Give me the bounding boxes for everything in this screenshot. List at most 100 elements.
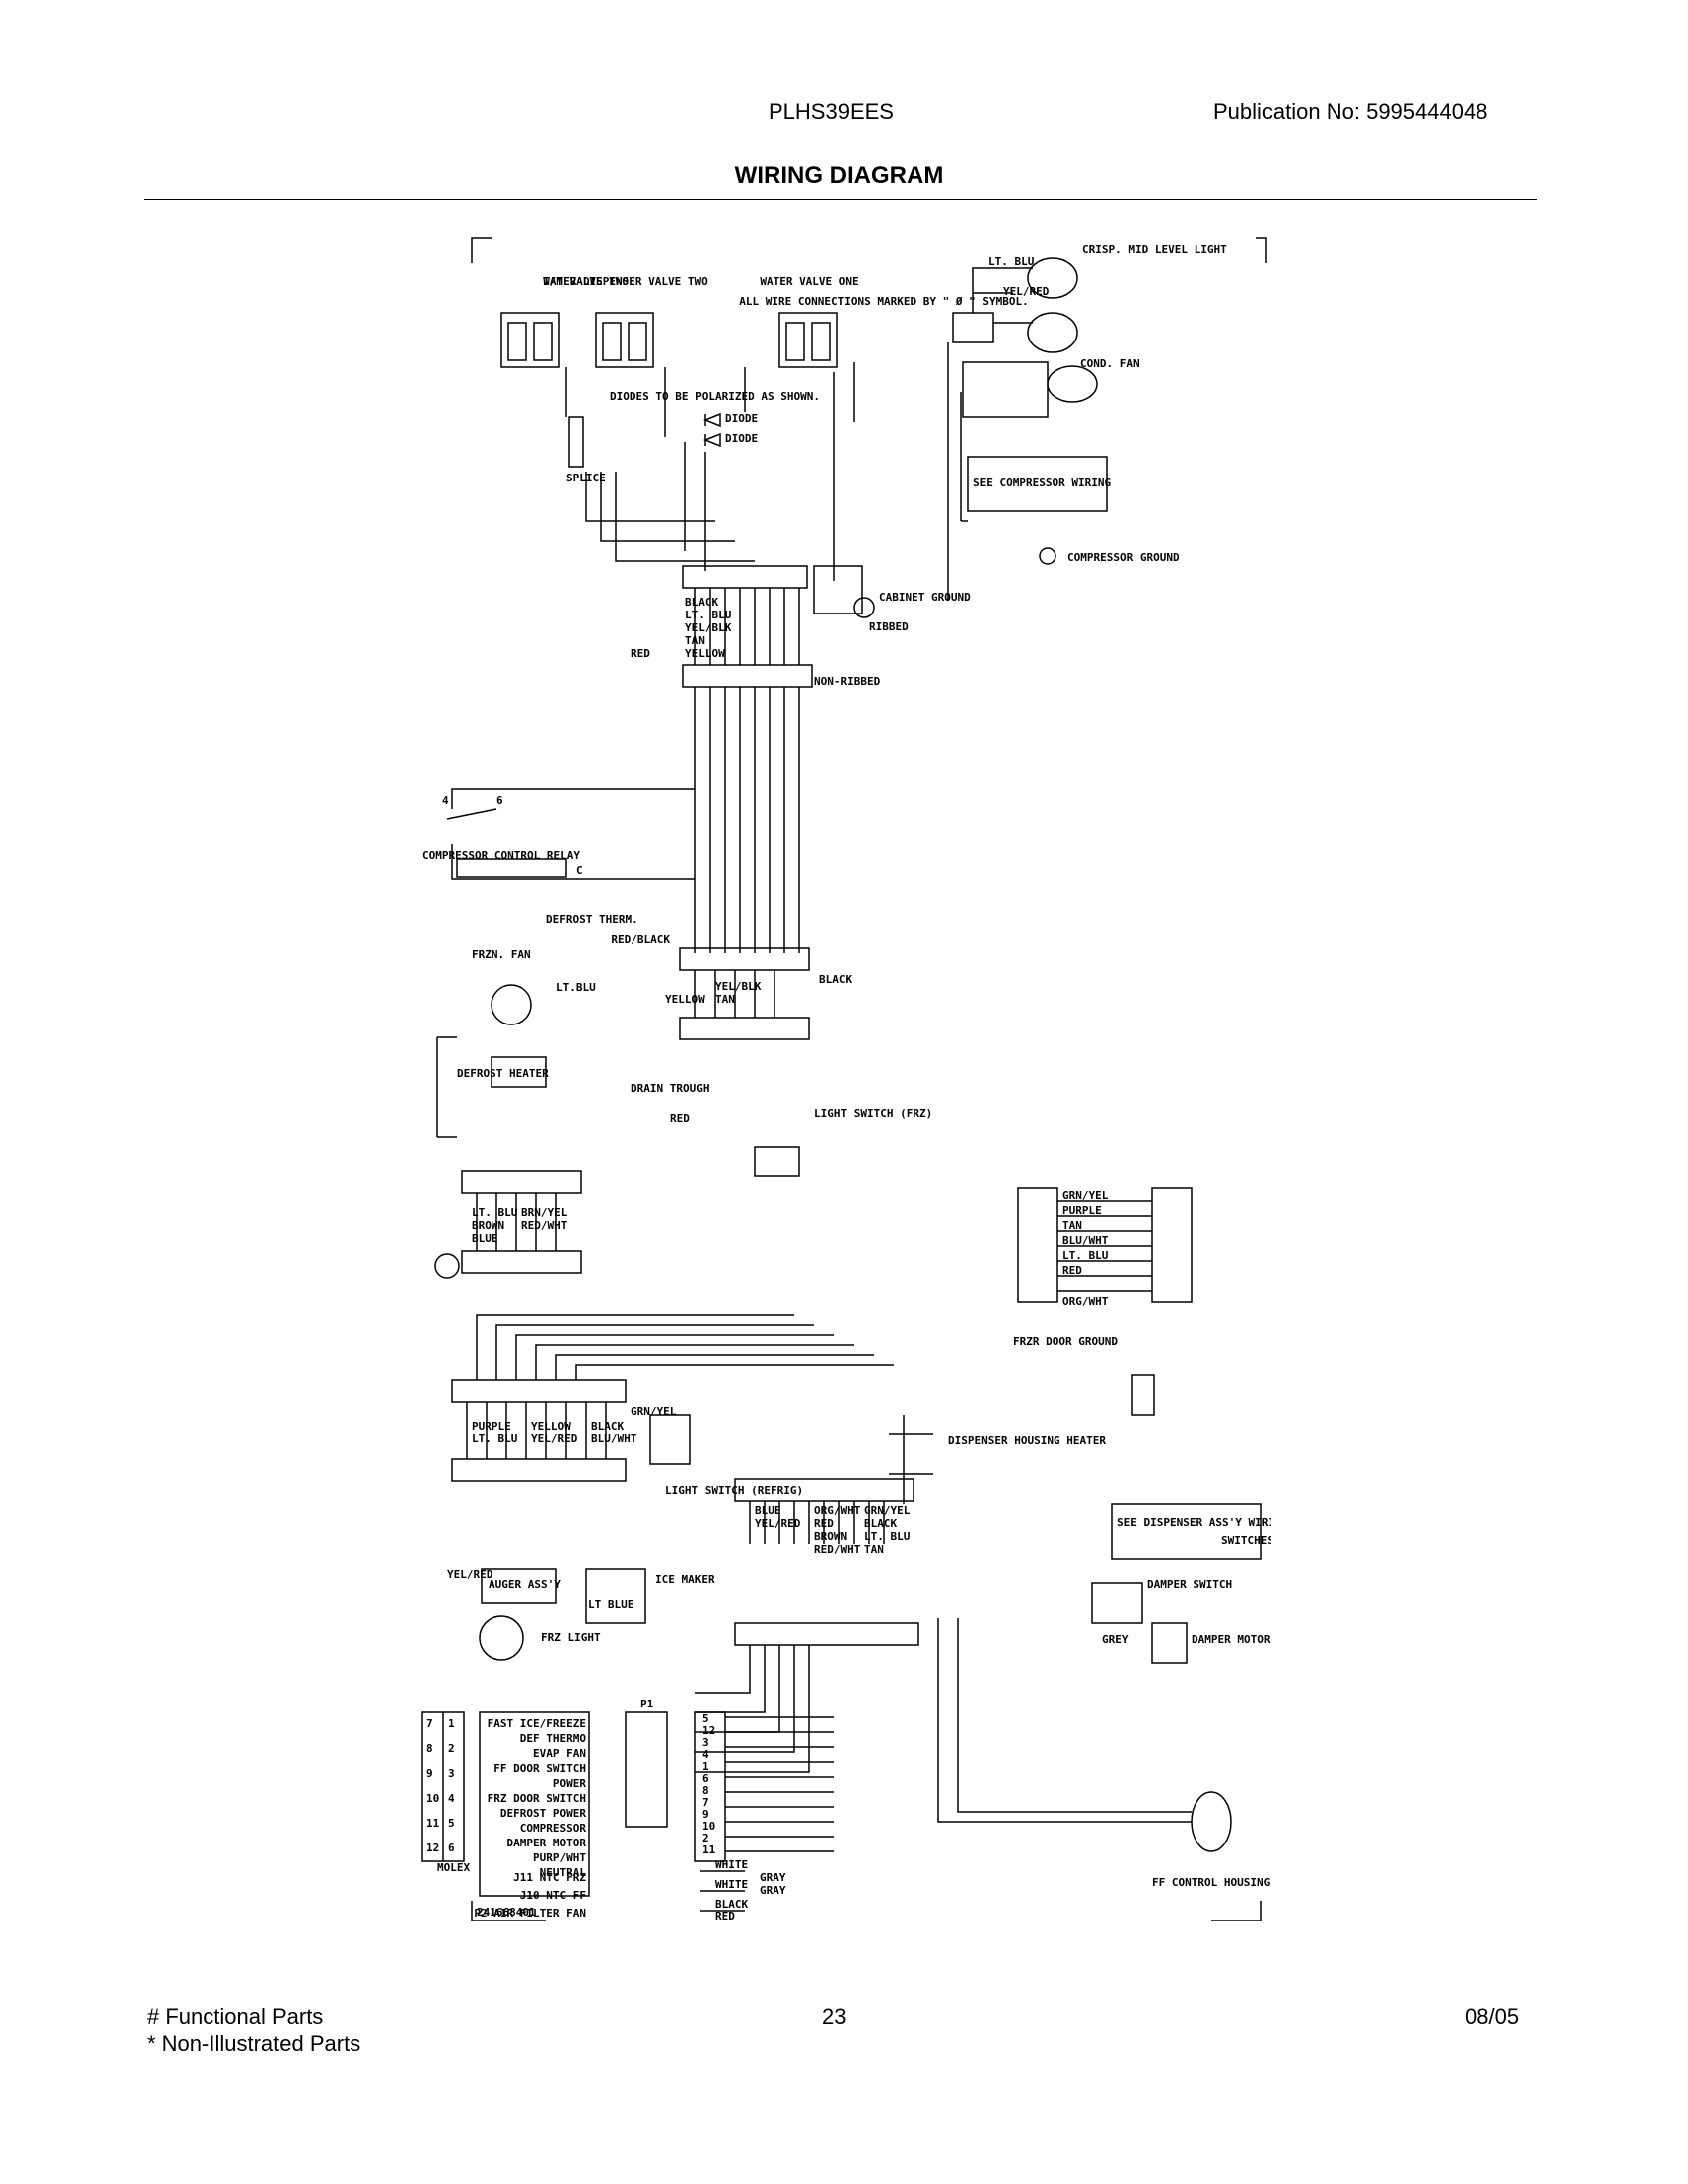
footer-functional-parts: # Functional Parts [147,2004,324,2029]
function-item: DAMPER MOTOR [507,1837,587,1849]
label-bottom-blue: BLUE [755,1504,781,1517]
diode-icon [702,412,721,428]
molex-cell: 12 [426,1842,439,1854]
label-relay-pin-6: 6 [496,794,503,807]
label-dispenser-valve: WATER DISPENSER VALVE TWO [543,275,708,288]
dispenser-heater-icon [889,1415,933,1504]
molex-cell: 1 [448,1717,455,1730]
label-light-switch-frz: LIGHT SWITCH (FRZ) [814,1107,932,1120]
label-lower-lt-blu: LT. BLU [472,1433,518,1445]
function-item: DEF THERMO [520,1732,587,1745]
function-item: FAST ICE/FREEZE [488,1717,586,1730]
label-left-blue: BLUE [472,1232,498,1245]
light-switch-refrig [649,1414,691,1465]
page-title: WIRING DIAGRAM [0,162,1688,190]
pin-label: 6 [702,1772,709,1785]
label-defrost-therm: DEFROST THERM. [546,913,638,926]
label-diode-1: DIODE [725,412,758,425]
label-diode-note: DIODES TO BE POLARIZED AS SHOWN. [610,390,820,403]
molex-grid-cells: 7 8 9 10 11 12 1 2 3 4 5 6 [426,1717,455,1854]
crisper-light-icon [1027,257,1078,299]
ground-icon [1039,547,1056,565]
label-molex: MOLEX [437,1861,470,1874]
label-j10: J10 NTC FF [520,1889,586,1902]
label-bottom-lt-blu: LT. BLU [864,1530,911,1543]
label-damper-switch: DAMPER SWITCH [1147,1578,1232,1591]
mid-level-light-icon [1027,312,1078,353]
label-harness-tan: TAN [685,634,705,647]
label-defrost-heater: DEFROST HEATER [457,1067,549,1080]
label-cabinet-ground: CABINET GROUND [879,591,971,604]
label-frzn-fan: FRZN. FAN [472,948,531,961]
ground-icon [434,1253,460,1279]
label-auger: AUGER ASS'Y [489,1578,561,1591]
label-non-ribbed: NON-RIBBED [814,675,881,688]
splice-top [568,416,584,468]
label-lower-grn-yel: GRN/YEL [631,1405,677,1418]
label-harness-red: RED [631,647,650,660]
frame-corner [1211,1901,1262,1921]
connector-pin-list: 5 12 3 4 1 6 8 7 9 10 2 11 [702,1712,716,1856]
part-number: 241668401 [477,1906,536,1919]
function-item: NEUTRAL [540,1866,587,1879]
pin-label: 1 [702,1760,709,1773]
label-compressor-box: SEE COMPRESSOR WIRING [973,477,1111,489]
label-compressor-relay: COMPRESSOR CONTROL RELAY [422,849,580,862]
label-right-blu-wht: BLU/WHT [1062,1234,1109,1247]
label-bottom-brown: BROWN [814,1530,847,1543]
pin-label: 8 [702,1784,709,1797]
molex-cell: 2 [448,1742,455,1755]
label-j11: J11 NTC FRZ [513,1871,586,1884]
cond-fan-connector [962,361,1049,418]
label-compressor-ground: COMPRESSOR GROUND [1067,551,1180,564]
molex-cell: 4 [448,1792,455,1805]
diode-icon [702,432,721,448]
label-wire-yel-red: YEL/RED [1003,285,1050,298]
label-wire-gray-2: GRAY [760,1884,786,1897]
defrost-heater-icon [436,1036,457,1138]
wiring-diagram: I/M VALVE TWO WATER DISPENSER VALVE TWO … [421,237,1271,1921]
auger-motor-icon [479,1615,524,1661]
valve-water-dispenser [595,312,654,368]
compressor-wiring-box [967,456,1108,512]
label-bottom-black: BLACK [864,1517,897,1530]
label-wire-red: RED [715,1910,735,1921]
harness-connector-3 [679,947,810,971]
label-damper-motor: DAMPER MOTOR [1192,1633,1271,1646]
publication-date: 08/05 [1465,2004,1520,2029]
harness-connector-right-2 [1151,1187,1193,1303]
label-bottom-tan: TAN [864,1543,884,1556]
molex-cell: 3 [448,1767,455,1780]
light-connector [952,312,994,343]
label-relay-pin-c: C [576,864,583,877]
label-drain-trough: DRAIN TROUGH [631,1082,709,1095]
page-number: 23 [822,2004,847,2029]
harness-connector-right [1017,1187,1058,1303]
p1-connector [625,1711,668,1828]
label-ice-maker: ICE MAKER [655,1573,715,1586]
label-frzr-door-ground: FRZR DOOR GROUND [1013,1335,1118,1348]
molex-cell: 6 [448,1842,455,1854]
auger-assy [481,1568,557,1604]
label-left-red-wht: RED/WHT [521,1219,568,1232]
label-right-lt-blu: LT. BLU [1062,1249,1109,1262]
function-item: COMPRESSOR [520,1822,587,1835]
label-connection-note: ALL WIRE CONNECTIONS MARKED BY " Ø " SYM… [739,295,1028,308]
molex-cell: 10 [426,1792,439,1805]
harness-connector-4 [679,1017,810,1040]
label-lower-yel-red: YEL/RED [531,1433,578,1445]
ice-maker [585,1568,646,1624]
label-mid-tan: TAN [715,993,735,1006]
label-harness-lt-blu: LT. BLU [685,609,732,621]
harness-connector-final [734,1622,919,1646]
label-right-purple: PURPLE [1062,1204,1102,1217]
label-dispenser-heater: DISPENSER HOUSING HEATER [948,1434,1106,1447]
label-crisper-light: CRISP. MID LEVEL LIGHT [1082,243,1227,256]
label-wire-gray-1: GRAY [760,1871,786,1884]
function-item: PURP/WHT [533,1851,586,1864]
label-bottom-grn-yel: GRN/YEL [864,1504,911,1517]
splice-mid [1131,1374,1155,1416]
harness-connector-left [461,1170,582,1194]
pin-label: 7 [702,1796,709,1809]
molex-cell: 5 [448,1817,455,1830]
